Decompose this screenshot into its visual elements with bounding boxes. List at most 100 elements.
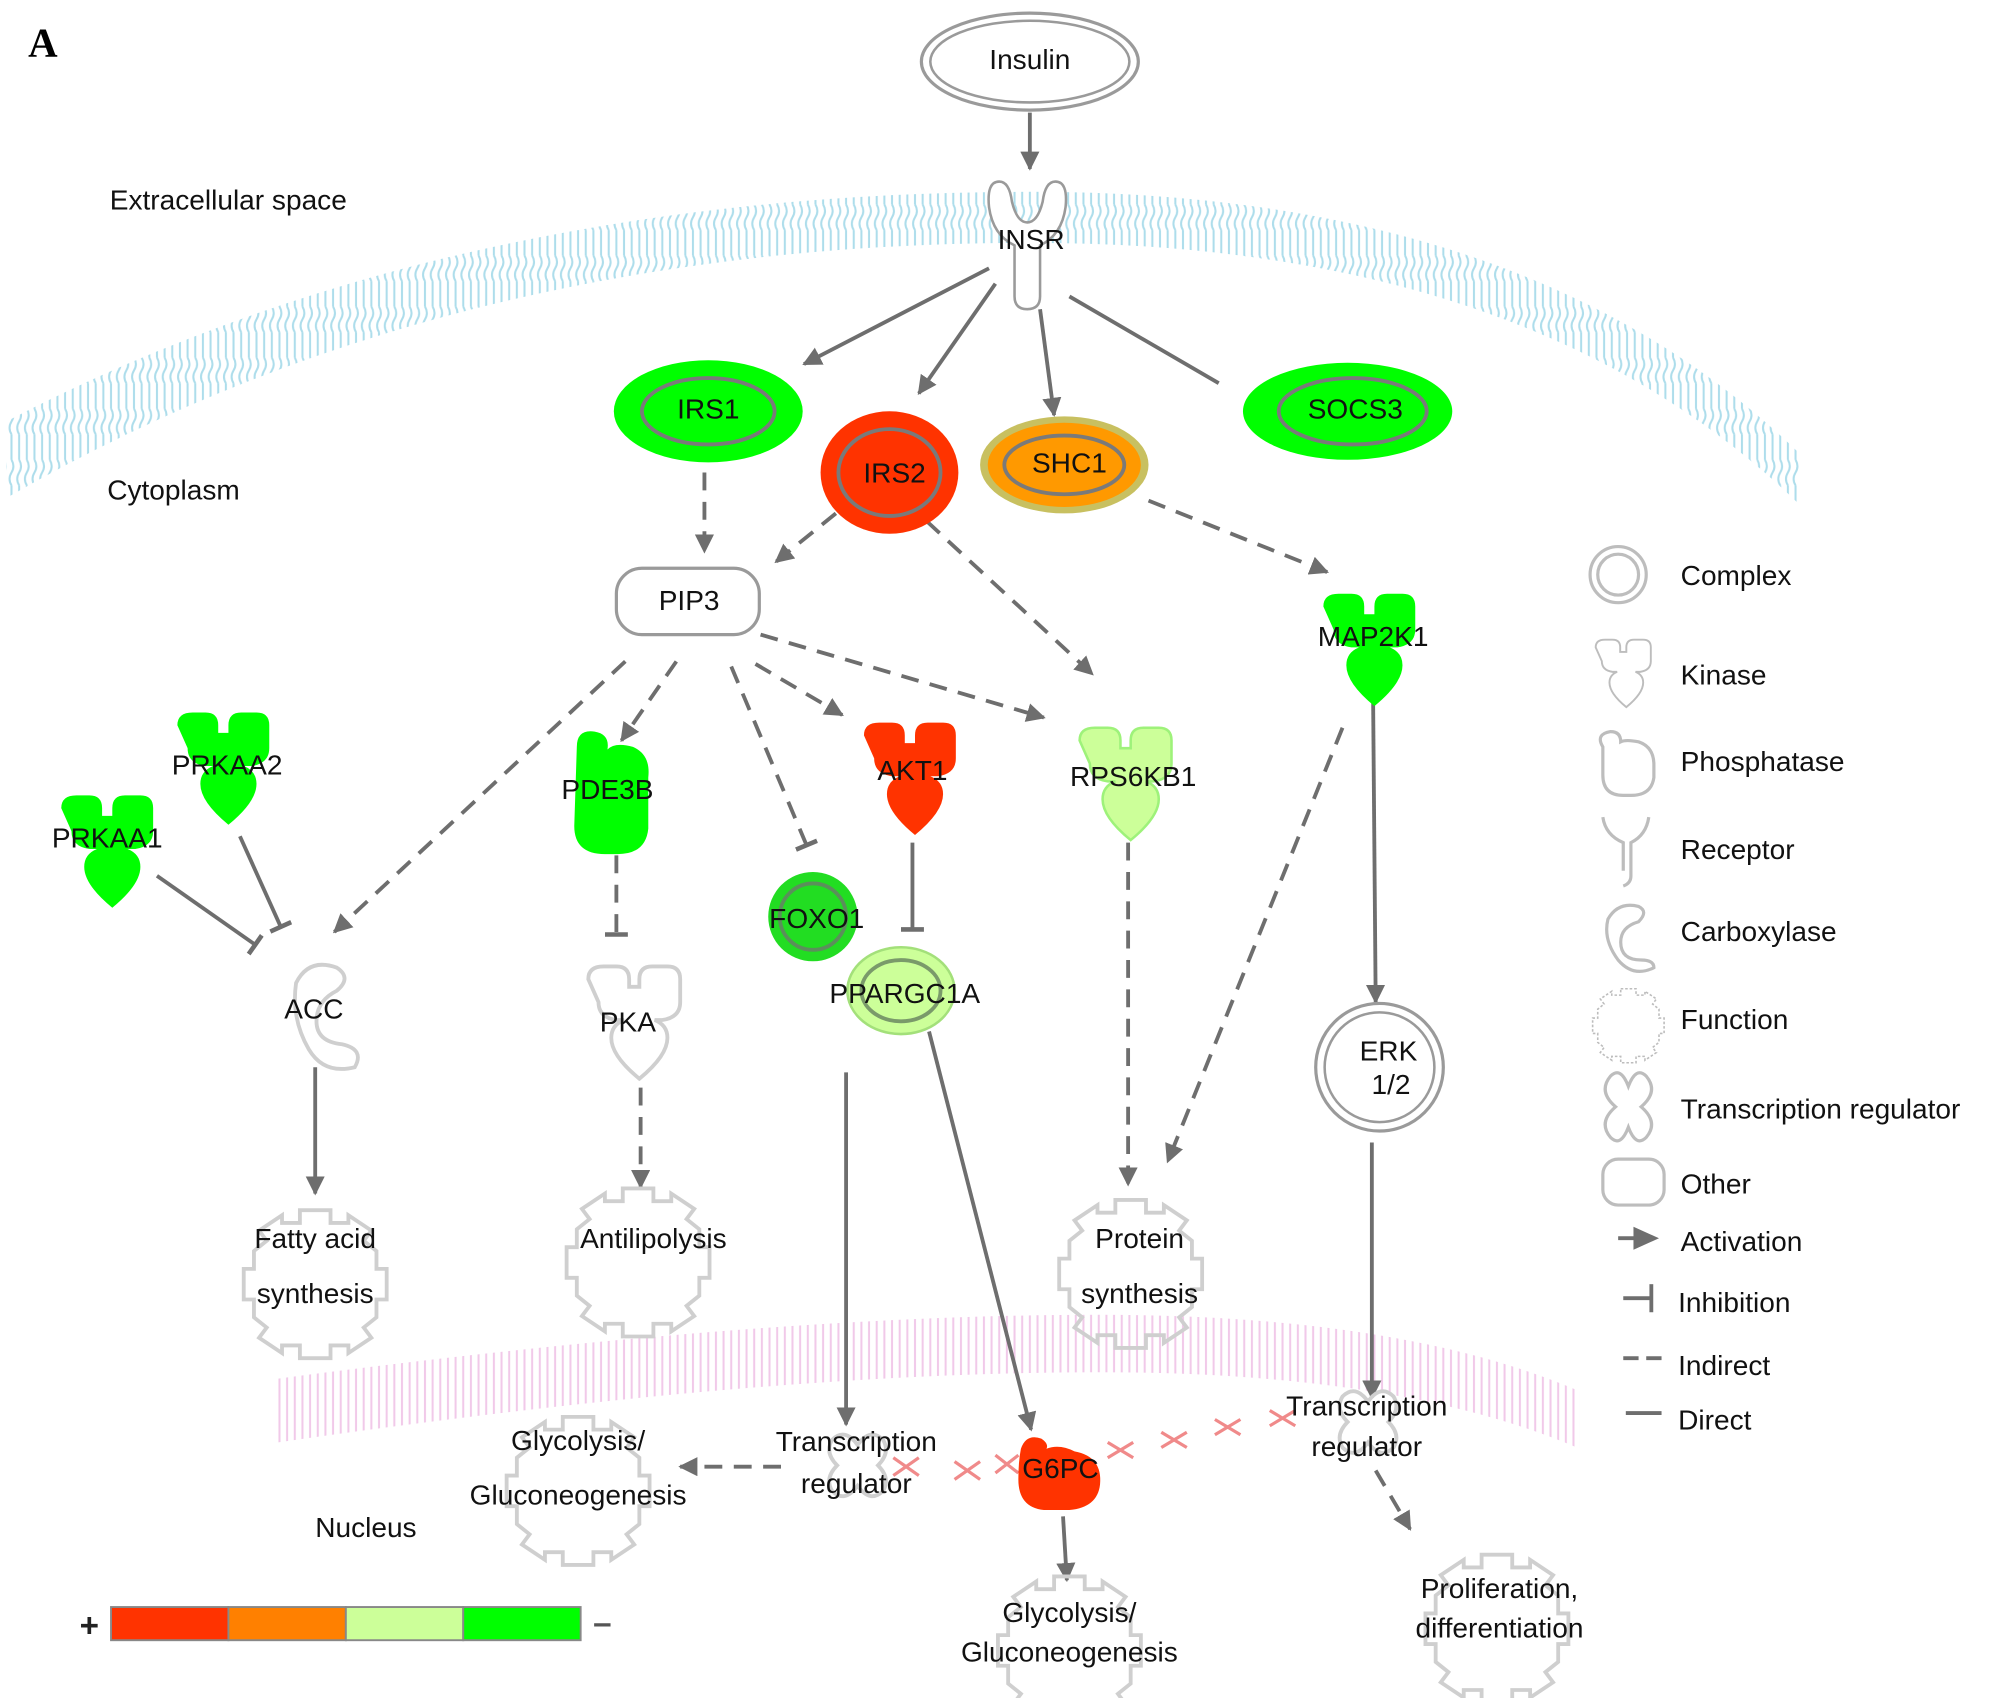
edge-pip3-akt1 <box>754 662 844 717</box>
edge-shc1-map2k1 <box>1147 498 1329 575</box>
color-scale-segment <box>462 1606 582 1642</box>
node-ppargc1a[interactable]: PPARGC1A <box>829 945 980 1036</box>
node-glycolysis-left[interactable]: Glycolysis/ Gluconeogenesis <box>470 1414 687 1567</box>
panel-label: A <box>28 21 58 66</box>
color-scale-segments <box>110 1606 582 1642</box>
node-socs3[interactable]: SOCS3 <box>1242 362 1453 460</box>
compartment-cytoplasm-label: Cytoplasm <box>107 474 240 505</box>
nuclear-translocation-marks <box>892 1409 1297 1481</box>
legend-label-phosphatase: Phosphatase <box>1681 746 1845 777</box>
legend-item-inhibition: Inhibition <box>1623 1284 1790 1318</box>
node-pka[interactable]: PKA <box>586 964 683 1081</box>
node-pip3-label: PIP3 <box>659 585 720 616</box>
other-icon <box>1601 1157 1666 1207</box>
fatty-acid-label-line2: synthesis <box>257 1278 374 1309</box>
edge-pip3-acc <box>332 660 627 934</box>
legend-item-phosphatase: Phosphatase <box>1598 729 1845 797</box>
proliferation-label-line1: Proliferation, <box>1421 1573 1579 1604</box>
transcription-regulator-left-line1: Transcription <box>776 1426 937 1457</box>
glycolysis-bottom-label-line2: Gluconeogenesis <box>961 1637 1178 1668</box>
node-pka-label: PKA <box>600 1006 656 1037</box>
legend-item-direct: Direct <box>1625 1405 1752 1436</box>
node-proliferation-differentiation[interactable]: Proliferation, differentiation <box>1415 1552 1583 1698</box>
protein-synthesis-label-line1: Protein <box>1095 1223 1184 1254</box>
node-irs2[interactable]: IRS2 <box>820 411 959 534</box>
node-irs1-label: IRS1 <box>677 394 739 425</box>
node-protein-synthesis[interactable]: Protein synthesis <box>1057 1198 1205 1350</box>
kinase-icon <box>1594 638 1652 709</box>
compartment-nucleus-label: Nucleus <box>315 1512 416 1543</box>
node-g6pc-label: G6PC <box>1022 1453 1098 1484</box>
node-irs1[interactable]: IRS1 <box>613 360 803 463</box>
legend-label-complex: Complex <box>1681 560 1792 591</box>
legend-item-receptor: Receptor <box>1601 816 1795 888</box>
edge-g6pc-glycolysis <box>1056 1516 1076 1583</box>
edge-insr-shc1 <box>1038 308 1062 418</box>
node-rps6kb1-label: RPS6KB1 <box>1070 761 1196 792</box>
edge-insr-irs1 <box>802 266 990 366</box>
edge-irs2-pip3 <box>774 511 838 564</box>
legend-label-transcription-regulator: Transcription regulator <box>1681 1093 1961 1124</box>
node-shc1[interactable]: SHC1 <box>980 416 1149 514</box>
node-insulin-label: Insulin <box>989 44 1070 75</box>
node-transcription-regulator-right[interactable]: Transcription regulator <box>1286 1389 1447 1462</box>
node-rps6kb1[interactable]: RPS6KB1 <box>1070 726 1196 842</box>
node-prkaa1[interactable]: PRKAA1 <box>52 795 163 908</box>
node-irs2-label: IRS2 <box>863 458 925 489</box>
node-foxo1[interactable]: FOXO1 <box>768 871 864 962</box>
antilipolysis-label: Antilipolysis <box>580 1223 727 1254</box>
node-map2k1-label: MAP2K1 <box>1318 621 1429 652</box>
legend-item-transcription-regulator: Transcription regulator <box>1603 1071 1961 1143</box>
node-insulin[interactable]: Insulin <box>919 11 1140 112</box>
node-glycolysis-bottom[interactable]: Glycolysis/ Gluconeogenesis <box>961 1574 1178 1698</box>
legend-label-activation: Activation <box>1681 1226 1803 1257</box>
edge-insr-irs2 <box>917 282 997 395</box>
receptor-icon <box>1601 816 1651 888</box>
edge-transcription-regulator-proliferation <box>1374 1469 1412 1531</box>
edge-pip3-rps6kb1 <box>760 632 1046 722</box>
edge-insr-socs3 <box>1068 294 1220 385</box>
legend-item-other: Other <box>1601 1157 1751 1207</box>
edge-irs2-rps6kb1 <box>925 519 1094 676</box>
edge-pip3-foxo1 <box>729 665 819 852</box>
nuclear-membrane <box>278 1314 1580 1449</box>
expression-color-scale: + – <box>80 1605 612 1645</box>
node-fatty-acid-synthesis[interactable]: Fatty acid synthesis <box>241 1208 389 1361</box>
node-pde3b[interactable]: PDE3B <box>561 731 653 855</box>
node-erk[interactable]: ERK 1/2 <box>1314 1001 1445 1133</box>
edge-prkaa1-acc <box>155 874 264 956</box>
legend-label-direct: Direct <box>1678 1405 1751 1436</box>
node-g6pc[interactable]: G6PC <box>1018 1437 1101 1511</box>
legend-label-kinase: Kinase <box>1681 659 1767 690</box>
node-akt1[interactable]: AKT1 <box>863 722 956 835</box>
legend-label-function: Function <box>1681 1004 1789 1035</box>
transcription-regulator-right-line2: regulator <box>1311 1431 1422 1462</box>
function-icon <box>1591 987 1665 1064</box>
complex-icon-inner <box>1596 552 1641 597</box>
complex-icon <box>1588 544 1648 605</box>
node-transcription-regulator-left[interactable]: Transcription regulator <box>776 1426 937 1499</box>
node-akt1-label: AKT1 <box>877 755 947 786</box>
node-socs3-label: SOCS3 <box>1308 394 1403 425</box>
legend-item-activation: Activation <box>1618 1226 1802 1257</box>
node-insr[interactable]: INSR <box>987 180 1068 311</box>
node-pde3b-label: PDE3B <box>561 774 653 805</box>
plasma-membrane <box>6 191 1800 505</box>
glycolysis-left-label-line2: Gluconeogenesis <box>470 1480 687 1511</box>
node-erk-label-line2: 1/2 <box>1371 1069 1410 1100</box>
node-shc1-label: SHC1 <box>1032 447 1107 478</box>
node-map2k1[interactable]: MAP2K1 <box>1318 593 1429 707</box>
activation-arrow-icon <box>1618 1226 1659 1250</box>
legend-label-inhibition: Inhibition <box>1678 1287 1790 1318</box>
node-prkaa2[interactable]: PRKAA2 <box>172 712 283 825</box>
legend-item-function: Function <box>1591 987 1789 1064</box>
edges <box>155 112 1412 1583</box>
node-acc[interactable]: ACC <box>284 962 360 1071</box>
legend-label-receptor: Receptor <box>1681 834 1795 865</box>
node-foxo1-label: FOXO1 <box>769 903 864 934</box>
node-erk-label-line1: ERK <box>1360 1036 1418 1067</box>
node-antilipolysis[interactable]: Antilipolysis <box>564 1186 727 1339</box>
legend: Complex Kinase Phosphatase Receptor Carb… <box>1588 544 1961 1436</box>
node-pip3[interactable]: PIP3 <box>614 566 761 637</box>
